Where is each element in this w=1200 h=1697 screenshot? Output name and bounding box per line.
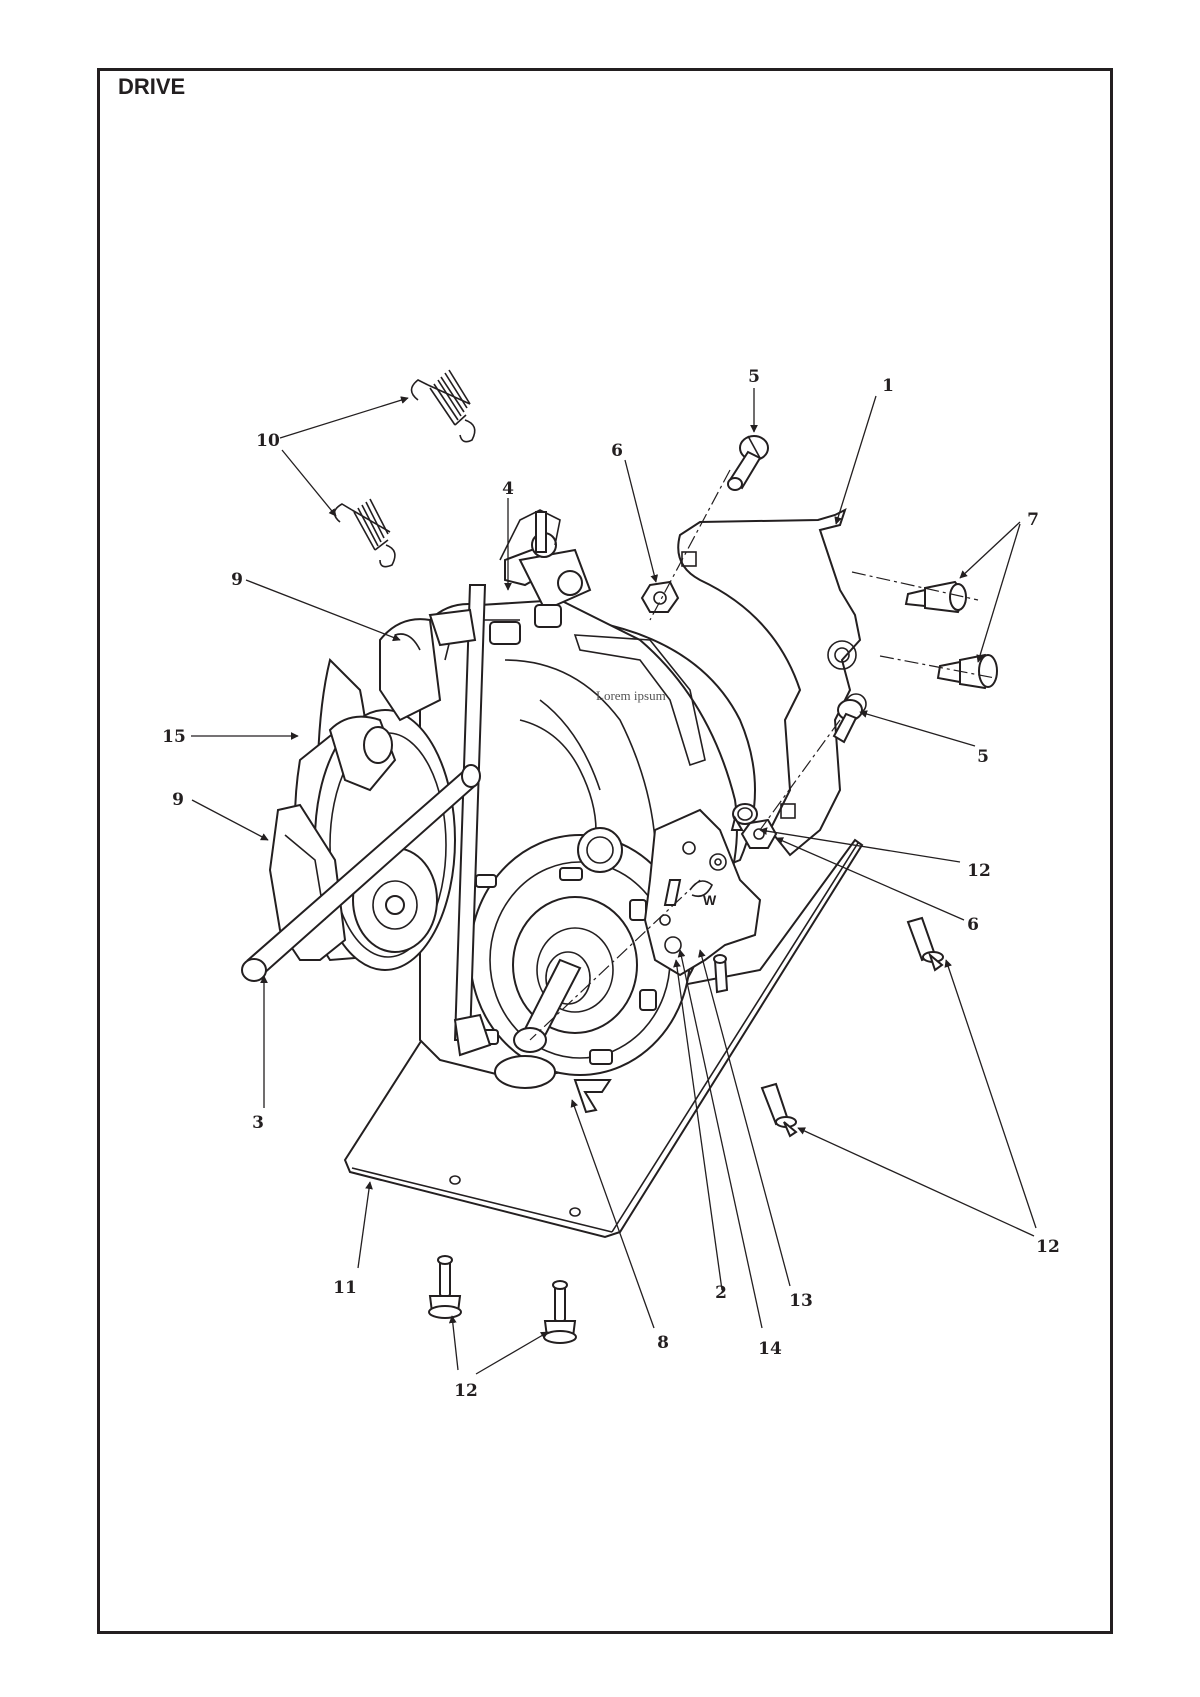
- callout-12-bottom: 12: [454, 1381, 478, 1401]
- callout-11: 11: [333, 1278, 357, 1298]
- callout-9-lower: 9: [172, 790, 184, 810]
- callout-7: 7: [1027, 510, 1039, 530]
- callout-13: 13: [789, 1291, 813, 1311]
- upper-cover-bracket: [379, 608, 477, 722]
- page-border: [97, 68, 1113, 1634]
- flange-bolt-bottom-right: [543, 1280, 577, 1344]
- callout-10: 10: [256, 431, 280, 451]
- small-bracket: [573, 1079, 612, 1114]
- callout-12-upper-right: 12: [967, 861, 991, 881]
- plug-upper: [904, 580, 967, 614]
- callout-5-upper: 5: [748, 367, 760, 387]
- callout-2: 2: [715, 1283, 727, 1303]
- callout-1: 1: [882, 376, 894, 396]
- callout-15: 15: [162, 727, 186, 747]
- svg-text:W: W: [703, 892, 717, 908]
- section-title: DRIVE: [118, 74, 186, 99]
- alignment-lines: [529, 469, 996, 1041]
- extension-spring-lower: [333, 498, 396, 568]
- callout-labels: 1 2 3 4 5 5 6 6 7 8 9 9 10 11 12 12 12 1…: [162, 367, 1060, 1401]
- callout-6-upper: 6: [611, 441, 623, 461]
- bolt-upper: [727, 435, 769, 491]
- serrated-bolt-upper: [730, 803, 758, 831]
- callout-3: 3: [252, 1113, 264, 1133]
- callout-14: 14: [758, 1339, 782, 1359]
- flange-bolt-right-lower: [760, 1082, 798, 1138]
- callout-4: 4: [502, 479, 514, 499]
- control-lever-plate: W: [643, 808, 762, 977]
- nut-lower: [740, 818, 778, 849]
- watermark-text: Lorem ipsum: [596, 688, 666, 703]
- nut-upper: [640, 580, 680, 613]
- leader-lines: [191, 388, 1037, 1375]
- callout-6-lower: 6: [967, 915, 979, 935]
- plug-lower: [936, 653, 998, 690]
- extension-spring-upper: [410, 369, 476, 443]
- callout-5-lower: 5: [977, 747, 989, 767]
- callout-12-lower-right: 12: [1036, 1237, 1060, 1257]
- drive-pulley: [294, 658, 456, 971]
- small-pin: [713, 954, 729, 994]
- callout-9-upper: 9: [231, 570, 243, 590]
- flange-bolt-bottom-left: [428, 1255, 462, 1319]
- control-linkage: [453, 509, 592, 1057]
- control-rod: [241, 764, 481, 982]
- flange-bolt-right-upper: [906, 916, 944, 972]
- callout-8: 8: [657, 1333, 669, 1353]
- bolt-lower: [832, 699, 863, 744]
